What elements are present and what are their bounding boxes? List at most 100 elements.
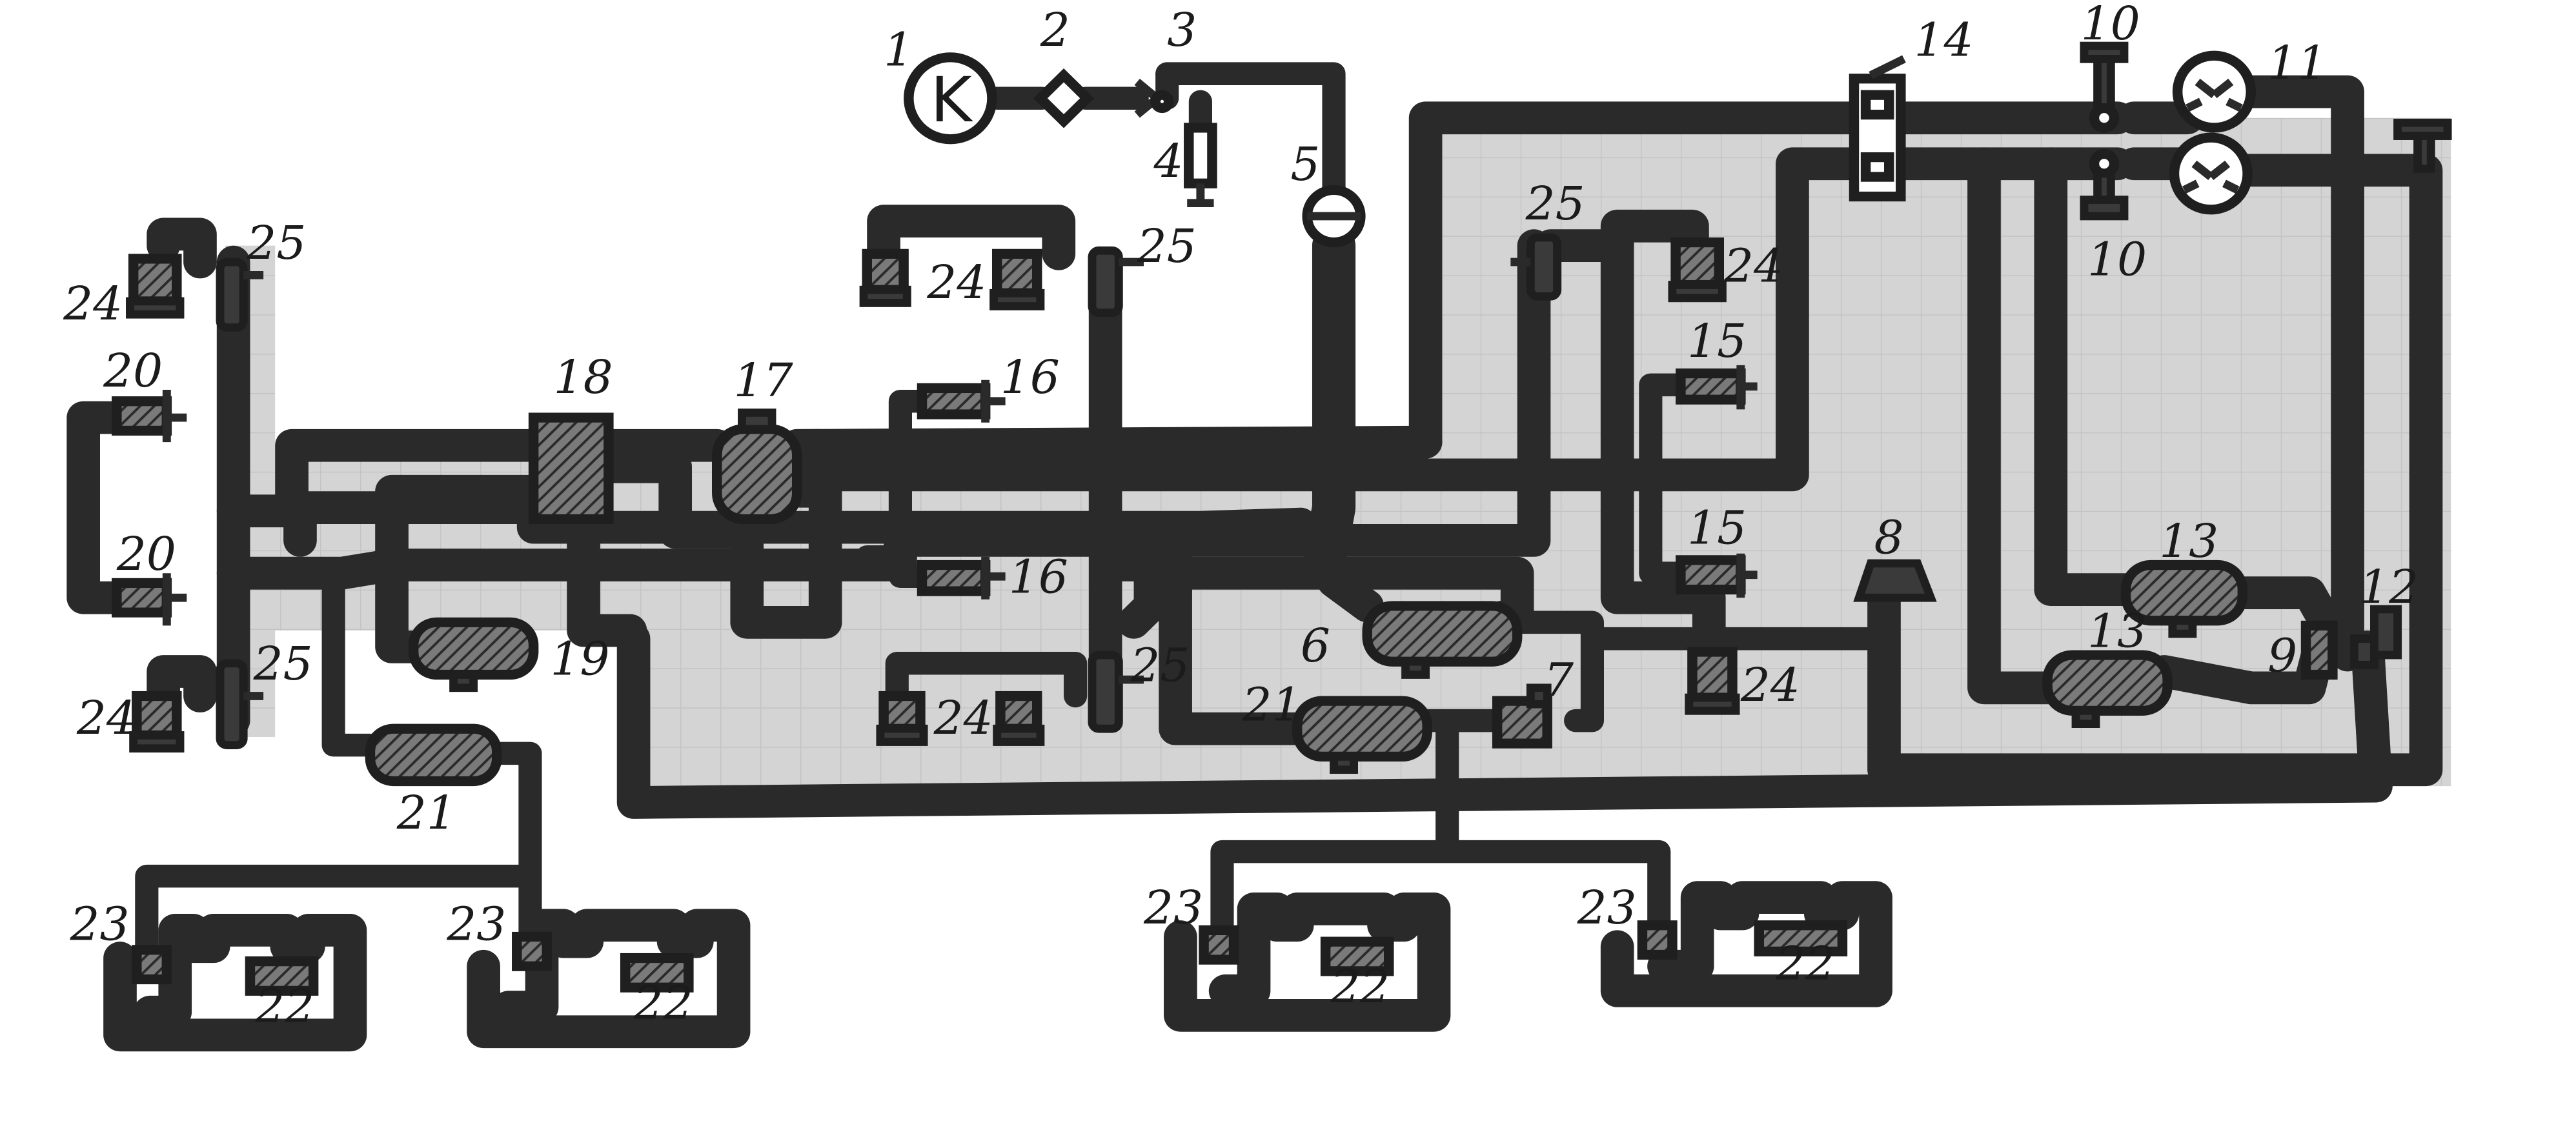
condensate-valve xyxy=(1184,123,1217,208)
receiver-tank-13-lower xyxy=(2042,650,2173,728)
pipe-to-tank21-left xyxy=(321,570,382,757)
label-22-4: 22 xyxy=(1775,936,1835,990)
brake-chamber-24-center-top-b xyxy=(989,248,1045,310)
label-21-left: 21 xyxy=(396,786,456,840)
pipe-main-third xyxy=(780,147,1871,492)
label-17: 17 xyxy=(734,354,793,407)
receiver-tank-21-center xyxy=(1292,696,1432,774)
pipe-17-down xyxy=(730,474,842,639)
pipe-valve12-return xyxy=(616,622,2393,819)
pipe-center-bottom-24 xyxy=(885,651,1088,708)
label-25-2: 25 xyxy=(253,637,313,691)
brake-chamber-24-right-bottom xyxy=(1685,647,1740,715)
brake-chamber-24-bottomleft xyxy=(129,691,185,753)
valve-17 xyxy=(712,409,802,525)
pipe-from-regulator-down xyxy=(1304,224,1356,575)
brake-cylinder-20-upper xyxy=(112,389,187,443)
compressor: K xyxy=(904,52,997,145)
label-10-top: 10 xyxy=(2081,0,2140,50)
label-18: 18 xyxy=(554,350,613,404)
actuator-25-left-bottom xyxy=(216,659,264,749)
control-box-14 xyxy=(1849,55,1906,202)
valve-12 xyxy=(2349,605,2402,669)
label-24-4: 24 xyxy=(933,691,993,744)
label-13-lower: 13 xyxy=(2087,604,2147,658)
brake-cylinder-15-upper xyxy=(1676,365,1758,410)
valve-7 xyxy=(1492,683,1552,749)
tap-10-top xyxy=(2080,41,2129,133)
pipe-outer-loop-top xyxy=(1408,75,2364,672)
brake-crane-8 xyxy=(1853,559,1937,602)
check-valve xyxy=(1134,79,1174,118)
label-24-6: 24 xyxy=(1740,658,1800,712)
label-20-lower: 20 xyxy=(116,527,176,581)
label-13-upper: 13 xyxy=(2159,514,2218,567)
pipe-center-top-24 xyxy=(867,205,1076,270)
control-line-cap xyxy=(2393,118,2452,173)
brake-chamber-24-center-top-a xyxy=(859,248,911,307)
label-8: 8 xyxy=(1874,510,1903,564)
distributor-18 xyxy=(528,412,614,525)
pipe-tank13-loop xyxy=(1967,147,2343,705)
label-25-1: 25 xyxy=(246,216,306,270)
label-11: 11 xyxy=(2267,35,2327,89)
tap-10-bottom xyxy=(2080,148,2129,221)
number-labels: 1 2 3 4 5 6 7 8 9 10 10 11 12 13 13 14 1… xyxy=(63,0,2419,1033)
pipe-center-vertical xyxy=(1088,270,1168,705)
brake-unit-bottom-1 xyxy=(103,914,367,1052)
brake-chamber-24-topleft xyxy=(126,254,185,319)
pipe-to-moisture-separator xyxy=(1155,62,1346,200)
pressure-regulator xyxy=(1302,185,1366,248)
compressor-letter: K xyxy=(930,64,973,136)
receiver-tank-19 xyxy=(408,617,539,692)
pressure-gauge-11-top xyxy=(2172,50,2257,133)
label-16-upper: 16 xyxy=(1000,350,1060,404)
label-3: 3 xyxy=(1167,3,1197,57)
label-14: 14 xyxy=(1914,13,1973,66)
label-16-lower: 16 xyxy=(1009,550,1068,603)
pressure-gauge-11-bottom xyxy=(2169,132,2253,215)
brake-cylinder-15-lower xyxy=(1676,553,1758,598)
label-15-upper: 15 xyxy=(1687,314,1747,368)
label-2: 2 xyxy=(1040,3,1070,57)
label-23-3: 23 xyxy=(1143,881,1203,934)
pipe-left-wheel-loop xyxy=(66,217,250,737)
brake-cylinder-16-upper xyxy=(917,379,1006,423)
label-7: 7 xyxy=(1544,653,1574,707)
actuator-25-center-bottom xyxy=(1088,651,1144,733)
label-24-2: 24 xyxy=(76,691,136,744)
brake-chamber-24-center-bottom-a xyxy=(876,691,928,746)
pipe-right-25-group xyxy=(1534,209,1726,663)
pipe-15-branch xyxy=(1639,373,1692,585)
label-10-bottom: 10 xyxy=(2087,232,2147,286)
pipe-left-loop xyxy=(375,474,647,663)
actuator-25-right xyxy=(1510,233,1562,301)
label-25-4: 25 xyxy=(1130,638,1190,692)
label-22-3: 22 xyxy=(1330,960,1390,1013)
label-23-2: 23 xyxy=(446,897,506,951)
label-24-5: 24 xyxy=(1723,239,1783,292)
valve-9 xyxy=(2300,620,2338,680)
label-20-upper: 20 xyxy=(103,343,163,397)
pipe-tank6-out xyxy=(1508,610,1896,732)
brake-chamber-24-center-bottom-b xyxy=(993,691,1045,746)
label-4: 4 xyxy=(1153,134,1184,188)
pipe-main-fourth xyxy=(283,491,1317,557)
brake-unit-bottom-3 xyxy=(1164,893,1451,1032)
brake-unit-bottom-4 xyxy=(1600,881,1892,1007)
label-9: 9 xyxy=(2267,629,2297,682)
brake-unit-bottom-2 xyxy=(467,909,751,1049)
label-25-3: 25 xyxy=(1137,219,1197,273)
pipe-18-to-17 xyxy=(592,450,751,549)
label-22-2: 22 xyxy=(633,976,693,1029)
label-19: 19 xyxy=(550,632,609,685)
brake-cylinder-16-lower xyxy=(917,556,1006,600)
filter xyxy=(1033,68,1095,128)
label-23-1: 23 xyxy=(69,897,129,951)
label-15-lower: 15 xyxy=(1687,501,1747,554)
receiver-tank-6 xyxy=(1362,601,1523,679)
label-1: 1 xyxy=(884,23,913,76)
receiver-tank-21-left xyxy=(365,723,502,787)
receiver-tank-13-upper xyxy=(2120,560,2248,638)
actuator-25-left-top xyxy=(216,257,264,332)
